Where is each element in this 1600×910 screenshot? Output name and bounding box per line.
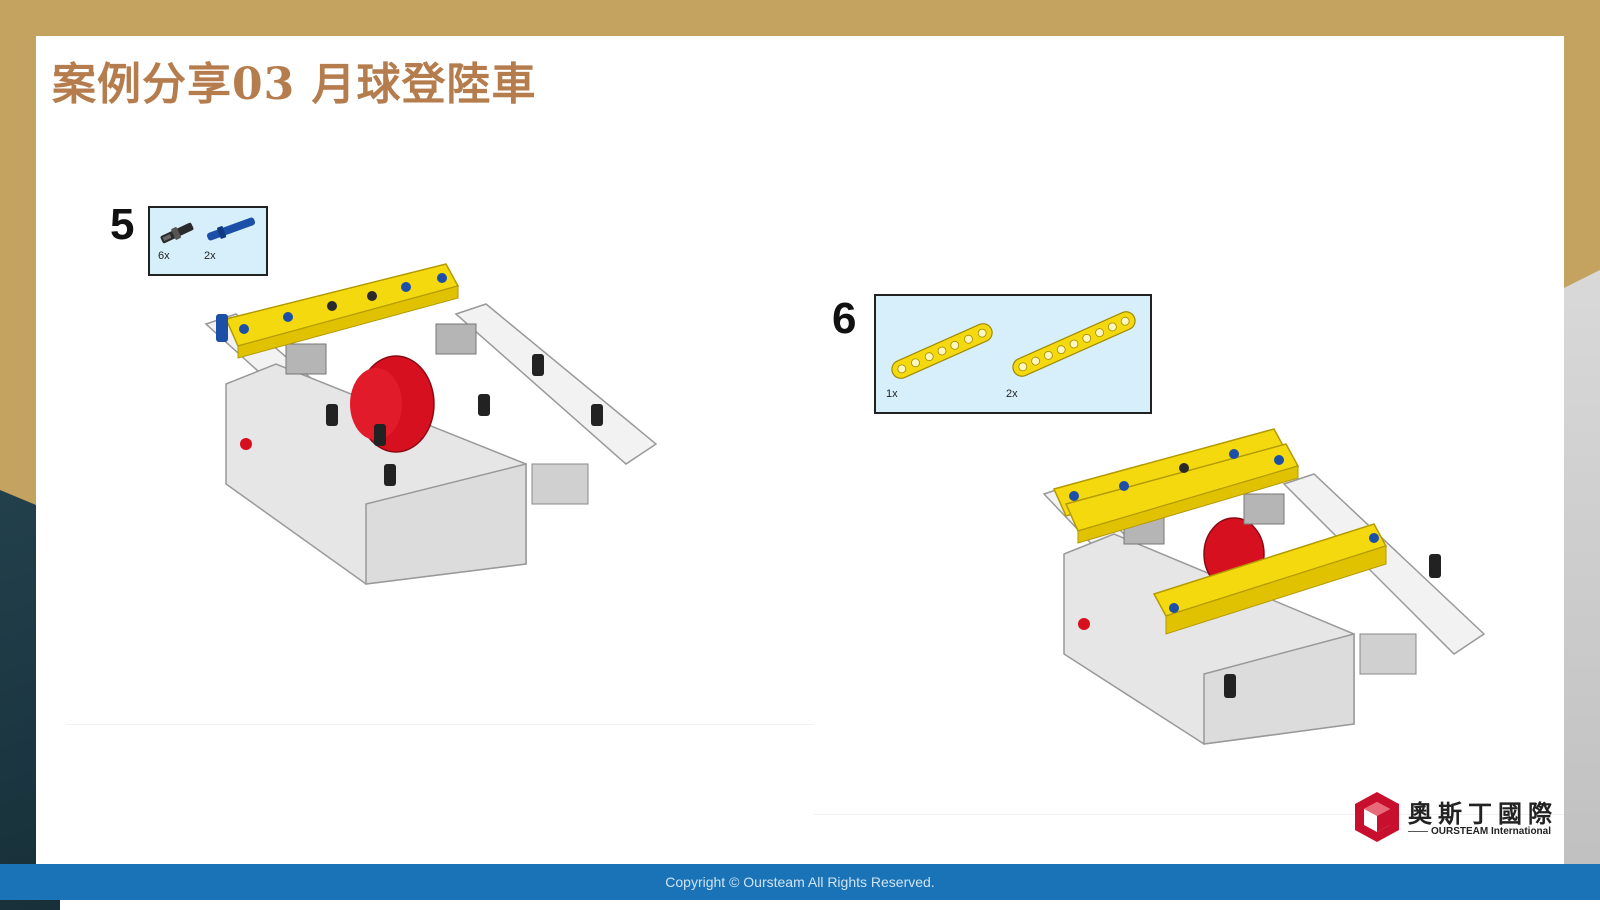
- logo-english-text: OURSTEAM International: [1431, 826, 1552, 837]
- cube-logo-icon: [1355, 792, 1399, 842]
- company-logo: 奧斯丁國際 OURSTEAM International: [1352, 790, 1562, 846]
- part-quantity: 6x: [158, 250, 170, 262]
- blue-axle-pin-icon: [206, 217, 256, 241]
- copyright-text: Copyright © Oursteam All Rights Reserved…: [665, 874, 935, 890]
- part-quantity: 2x: [1006, 388, 1018, 400]
- part-quantity: 1x: [886, 388, 898, 400]
- logo-english-name: OURSTEAM International: [1408, 826, 1551, 837]
- step-6-panel: 6: [814, 264, 1564, 815]
- step-5-panel: 5 6x 2x: [66, 164, 836, 725]
- step-number: 5: [110, 200, 135, 249]
- logo-line: [1408, 830, 1428, 832]
- slide-title: 案例分享03 月球登陸車: [52, 59, 537, 110]
- parts-list-box: 1x 2x: [874, 294, 1152, 414]
- step-5-assembly-illustration: [204, 263, 658, 585]
- step-number: 6: [832, 294, 857, 343]
- part-quantity: 2x: [204, 250, 216, 262]
- logo-chinese-name: 奧斯丁國際: [1408, 800, 1558, 828]
- step-6-assembly-illustration: [1042, 428, 1486, 745]
- footer-bar: Copyright © Oursteam All Rights Reserved…: [0, 864, 1600, 900]
- black-axle-pin-icon: [160, 222, 194, 244]
- parts-list-box: 6x 2x: [148, 206, 268, 276]
- yellow-beam-9-icon: [1012, 311, 1136, 377]
- slide: 案例分享03 月球登陸車 5 6x 2x: [36, 36, 1564, 864]
- yellow-beam-7-icon: [891, 323, 993, 379]
